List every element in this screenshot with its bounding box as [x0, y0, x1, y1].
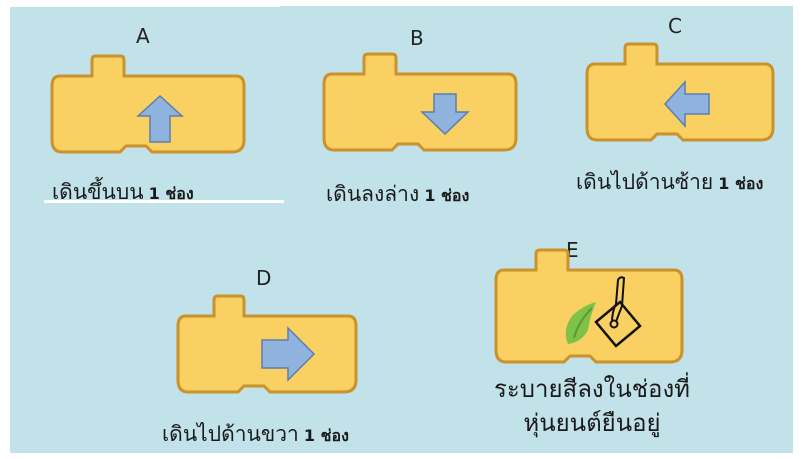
block-b-letter: B [410, 26, 424, 50]
arrow-right-icon [261, 326, 316, 382]
block-a-caption: เดินขึ้นบน 1 ช่อง [52, 176, 194, 209]
block-c-caption: เดินไปด้านซ้าย 1 ช่อง [576, 166, 763, 199]
block-e-caption: ระบายสีลงในช่องที่ หุ่นยนต์ยืนอยู่ [466, 372, 718, 440]
block-d-caption-text: เดินไปด้านขวา [162, 422, 299, 446]
block-b-caption-count: 1 ช่อง [424, 186, 470, 205]
block-a-letter: A [136, 24, 150, 48]
block-c [585, 42, 775, 142]
block-e-caption-line1: ระบายสีลงในช่องที่ [494, 375, 690, 403]
block-c-caption-text: เดินไปด้านซ้าย [576, 170, 714, 194]
divider [10, 0, 280, 7]
arrow-left-icon [663, 80, 710, 128]
block-d-caption-count: 1 ช่อง [303, 426, 349, 445]
block-b-caption: เดินลงล่าง 1 ช่อง [326, 178, 469, 211]
block-e [494, 246, 684, 366]
block-c-letter: C [668, 14, 682, 38]
divider [44, 200, 284, 203]
block-b [322, 52, 518, 152]
block-b-caption-text: เดินลงล่าง [326, 182, 420, 206]
block-d-caption: เดินไปด้านขวา 1 ช่อง [162, 418, 349, 451]
paint-bucket-icon [565, 276, 642, 348]
block-c-caption-count: 1 ช่อง [718, 174, 764, 193]
block-a-caption-count: 1 ช่อง [148, 184, 194, 203]
arrow-up-icon [136, 94, 184, 143]
block-d [176, 294, 358, 394]
block-d-letter: D [256, 266, 272, 290]
arrow-down-icon [420, 93, 470, 136]
block-e-caption-line2: หุ่นยนต์ยืนอยู่ [523, 409, 661, 437]
block-a [50, 54, 246, 154]
